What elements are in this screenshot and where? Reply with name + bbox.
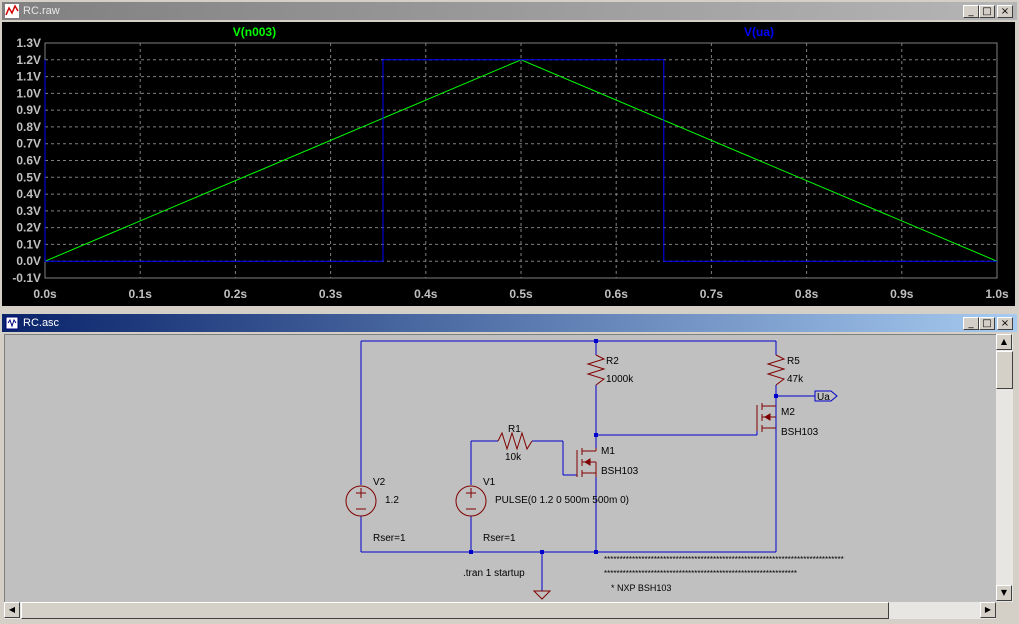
y-tick-label: 0.9V [16, 103, 41, 117]
x-tick-label: 0.1s [129, 287, 153, 301]
v1-value: PULSE(0 1.2 0 500m 500m 0) [495, 495, 629, 506]
v2-rser: Rser=1 [373, 533, 406, 544]
v2-source-symbol [345, 485, 377, 517]
m1-name: M1 [601, 446, 615, 457]
y-tick-label: 0.4V [16, 187, 41, 201]
vertical-scroll-thumb[interactable] [996, 351, 1013, 389]
vertical-scrollbar[interactable]: ▲ ▼ [996, 334, 1013, 602]
waveform-window-titlebar[interactable]: RC.raw _ □ × [2, 2, 1017, 20]
v1-rser: Rser=1 [483, 533, 516, 544]
r5-value: 47k [787, 374, 804, 385]
waveform-window: RC.raw _ □ × 0.0s 0.1s 0.2s 0.3s 0.4s 0.5s 0.6… [0, 0, 1019, 309]
schematic-window: RC.asc _ □ × [0, 312, 1019, 624]
schematic-svg[interactable]: Ua R2 1000k R5 47k R1 10k M1 BSH103 M2 B… [5, 335, 997, 603]
y-tick-label: 0.0V [16, 254, 41, 268]
trace-line-vua [44, 59, 997, 262]
m2-model: BSH103 [781, 427, 819, 438]
scroll-up-button[interactable]: ▲ [996, 334, 1012, 350]
r5-name: R5 [787, 356, 800, 367]
m1-model: BSH103 [601, 466, 639, 477]
y-tick-label: 0.1V [16, 237, 41, 251]
waveform-plot[interactable]: 0.0s 0.1s 0.2s 0.3s 0.4s 0.5s 0.6s 0.7s 0.8s 0.9s… [2, 22, 1015, 306]
r5-resistor-symbol [766, 354, 786, 386]
close-button[interactable]: × [997, 317, 1013, 330]
schematic-icon [5, 316, 19, 330]
y-tick-label: 0.6V [16, 154, 41, 168]
m2-mosfet-symbol [756, 403, 776, 432]
comment-line-3: * NXP BSH103 [611, 583, 671, 593]
schematic-window-titlebar[interactable]: RC.asc _ □ × [2, 314, 1017, 332]
r2-name: R2 [606, 356, 619, 367]
x-tick-label: 0.9s [890, 287, 914, 301]
ua-net-label-flag[interactable] [814, 390, 838, 402]
y-tick-label: 0.5V [16, 170, 41, 184]
v2-value: 1.2 [385, 495, 399, 506]
tran-directive[interactable]: .tran 1 startup [463, 568, 525, 579]
horizontal-scroll-thumb[interactable] [21, 602, 889, 619]
x-tick-label: 0.3s [319, 287, 343, 301]
y-tick-label: 1.2V [16, 53, 41, 67]
r2-value: 1000k [606, 374, 634, 385]
scroll-down-button[interactable]: ▼ [996, 585, 1012, 601]
junction-dots [469, 339, 778, 554]
y-tick-label: 0.2V [16, 221, 41, 235]
m1-mosfet-symbol [576, 448, 597, 477]
scroll-left-button[interactable]: ◀ [4, 602, 20, 618]
x-tick-label: 0.5s [509, 287, 533, 301]
schematic-window-title: RC.asc [23, 317, 60, 329]
y-tick-label: 0.8V [16, 120, 41, 134]
trace-label[interactable]: V(n003) [233, 25, 276, 39]
y-tick-label: -0.1V [12, 271, 41, 285]
trace-label[interactable]: V(ua) [744, 25, 774, 39]
v1-name: V1 [483, 477, 496, 488]
minimize-button[interactable]: _ [963, 317, 979, 330]
x-tick-label: 0.2s [224, 287, 248, 301]
r1-value: 10k [505, 452, 522, 463]
v1-source-symbol [455, 485, 487, 517]
y-tick-label: 1.0V [16, 86, 41, 100]
comment-line-2: ****************************************… [604, 569, 797, 578]
y-tick-label: 1.1V [16, 70, 41, 84]
horizontal-scrollbar[interactable]: ◀ ▶ [4, 602, 996, 619]
v2-name: V2 [373, 477, 386, 488]
x-tick-label: 0.4s [414, 287, 438, 301]
y-tick-label: 1.3V [16, 36, 41, 50]
x-tick-label: 0.7s [700, 287, 724, 301]
y-tick-label: 0.3V [16, 204, 41, 218]
x-tick-label: 1.0s [985, 287, 1009, 301]
x-tick-label: 0.6s [605, 287, 629, 301]
waveform-plot-svg[interactable]: 0.0s 0.1s 0.2s 0.3s 0.4s 0.5s 0.6s 0.7s 0.8s 0.9s… [2, 22, 1015, 306]
maximize-button[interactable]: □ [979, 5, 995, 18]
m2-name: M2 [781, 407, 795, 418]
maximize-button[interactable]: □ [979, 317, 995, 330]
ground-symbol [532, 590, 552, 600]
comment-line-1: ****************************************… [604, 555, 844, 564]
schematic-canvas[interactable]: Ua R2 1000k R5 47k R1 10k M1 BSH103 M2 B… [4, 334, 997, 603]
r1-resistor-symbol [497, 431, 533, 451]
x-tick-label: 0.8s [795, 287, 819, 301]
waveform-window-title: RC.raw [23, 5, 60, 17]
ua-net-label: Ua [817, 392, 830, 403]
scrollbar-corner [996, 602, 1013, 619]
x-tick-label: 0.0s [33, 287, 57, 301]
y-tick-label: 0.7V [16, 137, 41, 151]
waveform-icon [5, 4, 19, 18]
r2-resistor-symbol [586, 354, 606, 386]
close-button[interactable]: × [997, 5, 1013, 18]
minimize-button[interactable]: _ [963, 5, 979, 18]
scroll-right-button[interactable]: ▶ [980, 602, 996, 618]
r1-name: R1 [508, 424, 521, 435]
